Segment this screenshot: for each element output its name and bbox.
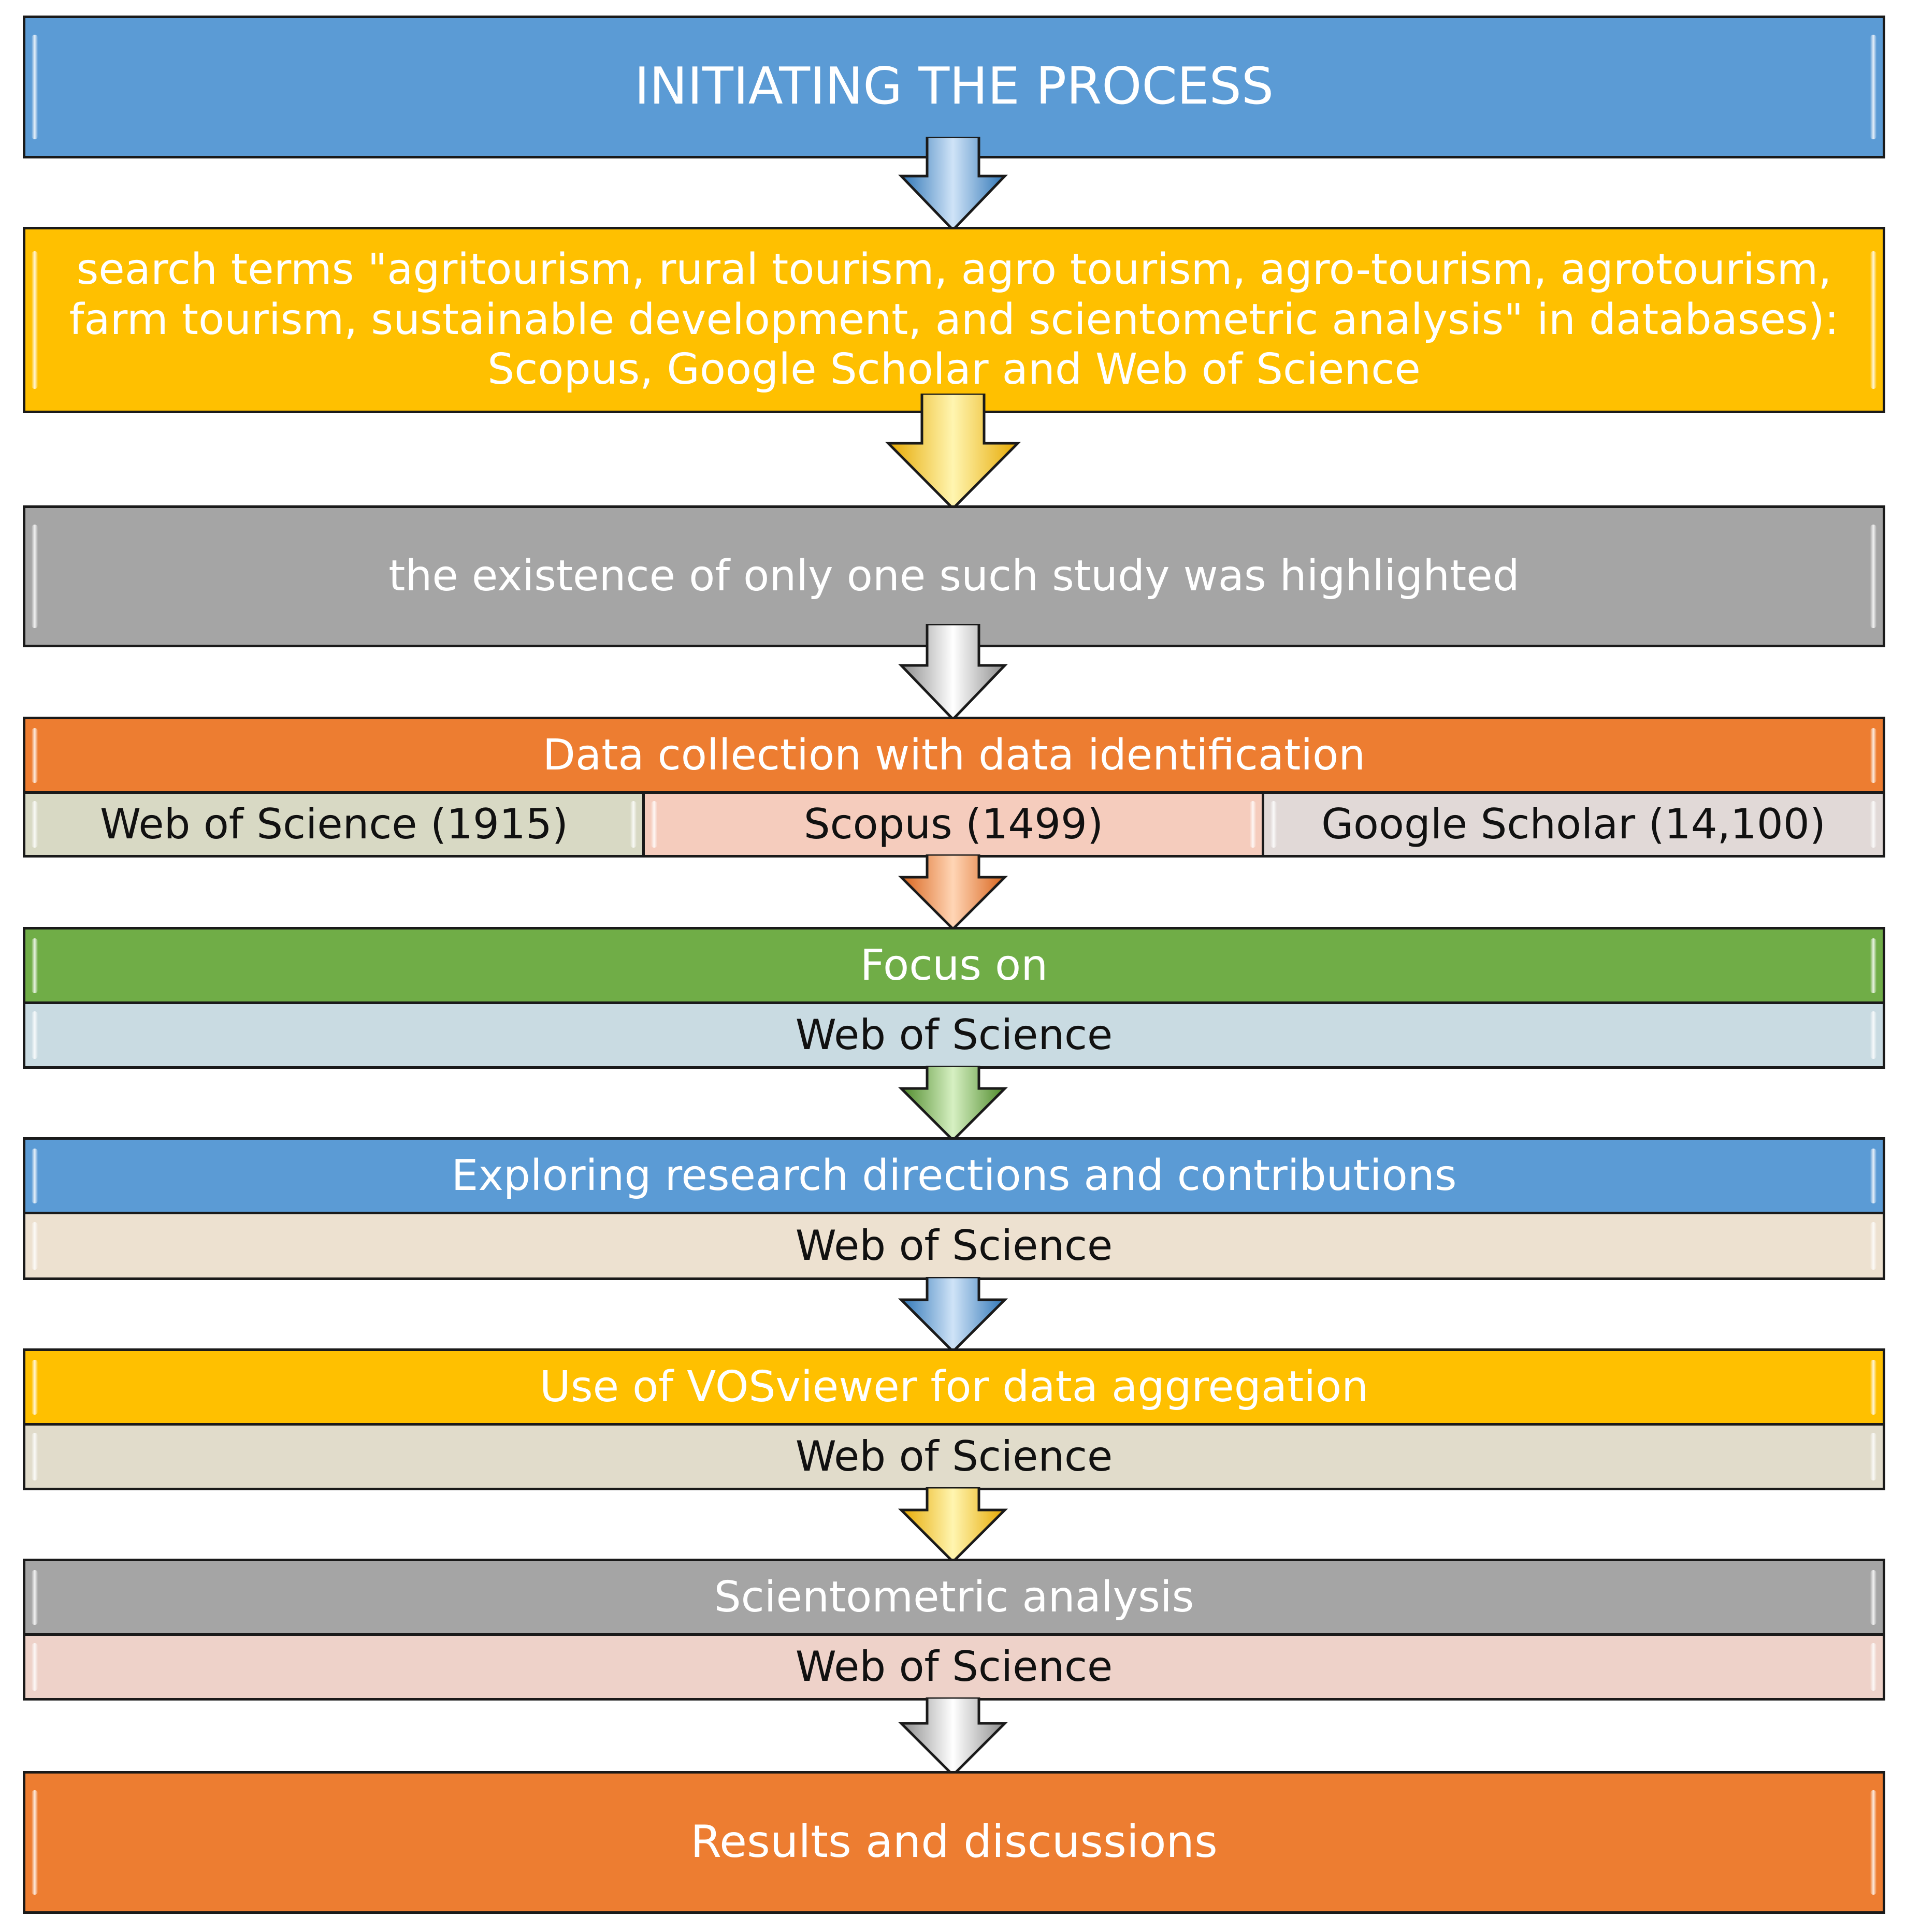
search-terms-line-1: search terms "agritourism, rural tourism… [76, 244, 1832, 294]
vosviewer-source-label: Web of Science [795, 1432, 1113, 1480]
results-discussions-title: Results and discussions [690, 1816, 1218, 1868]
step-scientometric-header: Scientometric analysis [23, 1559, 1885, 1636]
down-arrow-2-icon [885, 394, 1021, 511]
step-vosviewer-header: Use of VOSviewer for data aggregation [23, 1348, 1885, 1426]
source-web-of-science-label: Web of Science (1915) [100, 800, 568, 848]
step-exploring-research-header: Exploring research directions and contri… [23, 1137, 1885, 1215]
source-web-of-science: Web of Science (1915) [23, 791, 645, 858]
vosviewer-title: Use of VOSviewer for data aggregation [539, 1362, 1369, 1412]
source-scopus-label: Scopus (1499) [803, 800, 1104, 848]
down-arrow-5-icon [898, 1066, 1008, 1142]
source-google-scholar: Google Scholar (14,100) [1262, 791, 1885, 858]
source-google-scholar-label: Google Scholar (14,100) [1321, 800, 1826, 848]
step-initiating-process: INITIATING THE PROCESS [23, 16, 1885, 158]
focus-on-title: Focus on [860, 940, 1048, 990]
step-exploring-research-source: Web of Science [23, 1212, 1885, 1280]
source-scopus: Scopus (1499) [642, 791, 1265, 858]
search-terms-line-2: farm tourism, sustainable development, a… [69, 295, 1839, 344]
down-arrow-1-icon [898, 137, 1008, 232]
step-initiating-title: INITIATING THE PROCESS [634, 57, 1274, 117]
data-collection-title: Data collection with data identification [542, 730, 1366, 780]
down-arrow-3-icon [898, 624, 1008, 721]
scientometric-title: Scientometric analysis [714, 1572, 1194, 1622]
step-vosviewer-source: Web of Science [23, 1423, 1885, 1490]
down-arrow-6-icon [898, 1277, 1008, 1354]
focus-on-source-label: Web of Science [795, 1010, 1113, 1059]
scientometric-source-label: Web of Science [795, 1642, 1113, 1691]
down-arrow-7-icon [898, 1487, 1008, 1564]
step-results-discussions: Results and discussions [23, 1771, 1885, 1914]
search-terms-line-3: Scopus, Google Scholar and Web of Scienc… [487, 345, 1421, 395]
down-arrow-8-icon [898, 1697, 1008, 1777]
step-scientometric-source: Web of Science [23, 1633, 1885, 1701]
step-search-terms: search terms "agritourism, rural tourism… [23, 227, 1885, 413]
down-arrow-4-icon [898, 854, 1008, 931]
step-data-collection-header: Data collection with data identification [23, 717, 1885, 794]
step-focus-on-header: Focus on [23, 927, 1885, 1005]
step-focus-on-source: Web of Science [23, 1001, 1885, 1069]
exploring-research-source-label: Web of Science [795, 1221, 1113, 1270]
one-study-text: the existence of only one such study was… [388, 551, 1520, 601]
exploring-research-title: Exploring research directions and contri… [451, 1151, 1457, 1200]
